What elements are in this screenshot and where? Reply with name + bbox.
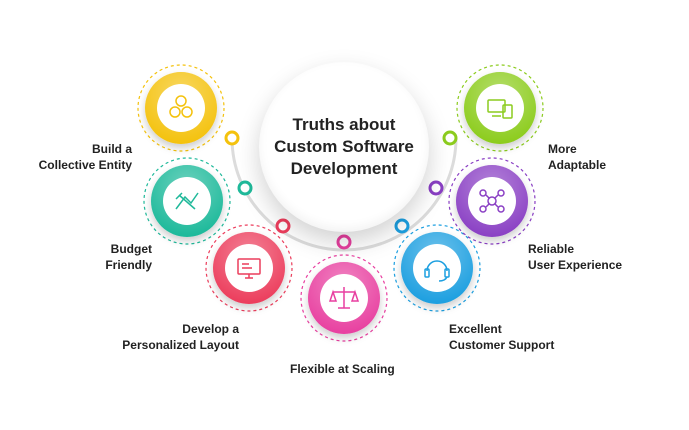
title-line-1: Truths about [292, 115, 396, 134]
group-icon [169, 95, 193, 118]
connector-dot-5 [394, 218, 410, 234]
item-node-3 [205, 224, 293, 312]
title-line-3: Development [290, 159, 398, 178]
scale-icon [328, 287, 360, 309]
item-node-7 [456, 64, 544, 152]
connector-dot-7 [442, 130, 458, 146]
network-icon [479, 189, 505, 213]
item-node-5 [393, 224, 481, 312]
item-label-4: Flexible at Scaling [290, 362, 395, 376]
connector-dot-1 [224, 130, 240, 146]
item-label-3: Develop a Personalized Layout [122, 322, 239, 352]
layout-monitor-icon [237, 258, 261, 279]
item-label-5: Excellent Customer Support [449, 322, 555, 352]
connector-dot-3 [275, 218, 291, 234]
headset-icon [424, 260, 450, 282]
connector-dot-4 [336, 234, 352, 250]
item-label-6: Reliable User Experience [528, 242, 623, 272]
item-node-4 [300, 254, 388, 342]
item-node-2 [143, 157, 231, 245]
item-label-1: Build a Collective Entity [38, 142, 132, 172]
item-node-1 [137, 64, 225, 152]
connector-dot-6 [428, 180, 444, 196]
item-label-2: Budget Friendly [105, 242, 152, 272]
handshake-icon [175, 192, 199, 210]
item-node-6 [448, 157, 536, 245]
diagram-title: Truths about Custom Software Development [274, 114, 414, 180]
center-circle: Truths about Custom Software Development [259, 62, 429, 232]
item-label-7: More Adaptable [548, 142, 607, 172]
title-line-2: Custom Software [274, 137, 414, 156]
devices-icon [487, 99, 513, 119]
connector-dot-2 [237, 180, 253, 196]
